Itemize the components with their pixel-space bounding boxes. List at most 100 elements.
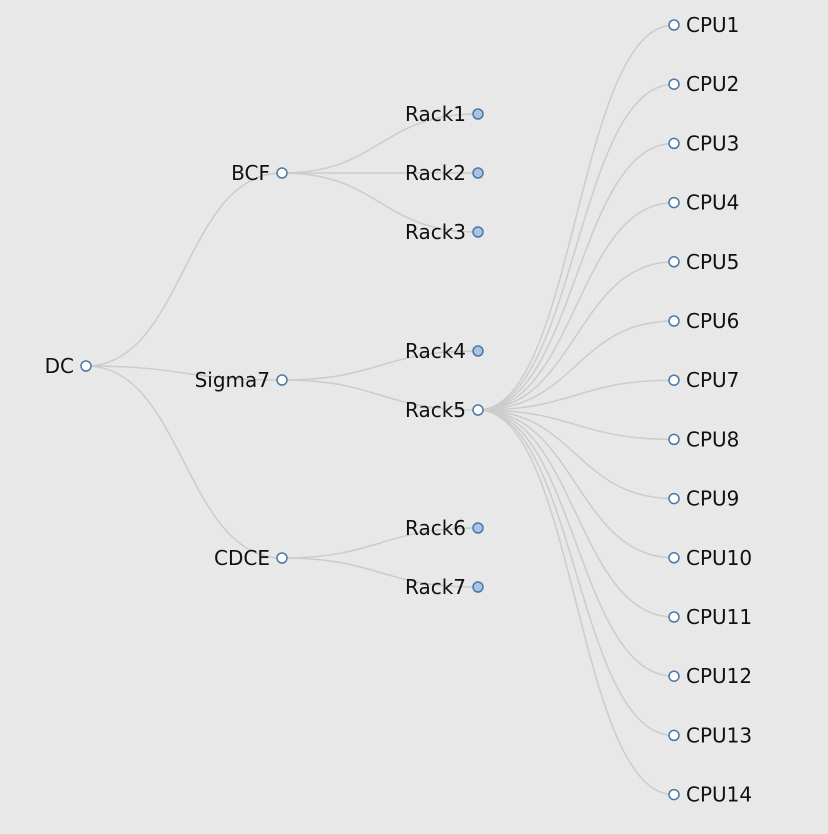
node-label: CPU9 bbox=[686, 487, 739, 511]
tree-node-cpu1[interactable]: CPU1 bbox=[668, 13, 739, 37]
node-toggle-circle[interactable] bbox=[472, 522, 484, 534]
node-toggle-circle[interactable] bbox=[668, 374, 680, 386]
tree-node-cpu10[interactable]: CPU10 bbox=[668, 546, 752, 570]
node-label: CPU8 bbox=[686, 427, 739, 451]
node-toggle-circle[interactable] bbox=[472, 404, 484, 416]
node-toggle-circle[interactable] bbox=[668, 433, 680, 446]
link-cdce-rack7 bbox=[281, 557, 479, 588]
tree-node-cpu3[interactable]: CPU3 bbox=[668, 131, 739, 155]
link-rack5-cpu7 bbox=[477, 379, 675, 411]
node-toggle-circle[interactable] bbox=[668, 670, 680, 682]
node-label: CPU10 bbox=[686, 546, 752, 570]
tree-node-rack4[interactable]: Rack4 bbox=[405, 339, 484, 363]
node-toggle-circle[interactable] bbox=[668, 492, 680, 505]
tree-node-cpu12[interactable]: CPU12 bbox=[668, 664, 752, 688]
link-rack5-cpu4 bbox=[477, 201, 675, 411]
node-label: Sigma7 bbox=[195, 368, 270, 392]
tree-node-sigma7[interactable]: Sigma7 bbox=[195, 368, 288, 392]
tree-node-cdce[interactable]: CDCE bbox=[214, 546, 288, 570]
node-label: CPU13 bbox=[686, 723, 752, 747]
tree-node-rack1[interactable]: Rack1 bbox=[405, 102, 484, 126]
tree-node-dc[interactable]: DC bbox=[45, 354, 92, 378]
node-label: CPU2 bbox=[686, 72, 739, 96]
node-toggle-circle[interactable] bbox=[472, 345, 484, 357]
node-label: Rack4 bbox=[405, 339, 466, 363]
node-toggle-circle[interactable] bbox=[668, 78, 680, 90]
node-toggle-circle[interactable] bbox=[668, 315, 680, 327]
link-rack5-cpu3 bbox=[477, 142, 675, 411]
node-toggle-circle[interactable] bbox=[668, 611, 680, 623]
node-toggle-circle[interactable] bbox=[80, 360, 92, 372]
link-rack5-cpu10 bbox=[477, 409, 675, 559]
nodes-layer: DCBCFRack1Rack2Rack3Sigma7Rack4Rack5CPU1… bbox=[45, 13, 753, 807]
link-rack5-cpu9 bbox=[477, 409, 675, 500]
node-label: Rack3 bbox=[405, 220, 466, 244]
node-label: Rack6 bbox=[405, 516, 466, 540]
tree-node-cpu9[interactable]: CPU9 bbox=[668, 487, 739, 511]
tree-node-cpu7[interactable]: CPU7 bbox=[668, 368, 739, 392]
node-label: CPU11 bbox=[686, 605, 752, 629]
node-toggle-circle[interactable] bbox=[668, 729, 680, 742]
tree-node-cpu4[interactable]: CPU4 bbox=[668, 191, 739, 215]
node-toggle-circle[interactable] bbox=[276, 167, 288, 179]
link-dc-sigma7 bbox=[85, 365, 283, 381]
node-label: CPU12 bbox=[686, 664, 752, 688]
node-toggle-circle[interactable] bbox=[472, 108, 484, 120]
tree-node-rack5[interactable]: Rack5 bbox=[405, 398, 484, 422]
link-bcf-rack1 bbox=[281, 113, 479, 174]
node-toggle-circle[interactable] bbox=[472, 581, 484, 593]
tree-node-cpu11[interactable]: CPU11 bbox=[668, 605, 752, 629]
node-toggle-circle[interactable] bbox=[668, 256, 680, 268]
node-toggle-circle[interactable] bbox=[472, 167, 484, 179]
node-label: CDCE bbox=[214, 546, 270, 570]
tree-node-rack7[interactable]: Rack7 bbox=[405, 575, 484, 599]
node-label: Rack7 bbox=[405, 575, 466, 599]
link-dc-bcf bbox=[85, 172, 283, 367]
link-rack5-cpu2 bbox=[477, 83, 675, 411]
link-rack5-cpu13 bbox=[477, 409, 675, 737]
link-bcf-rack3 bbox=[281, 172, 479, 233]
node-toggle-circle[interactable] bbox=[276, 552, 288, 564]
node-label: CPU3 bbox=[686, 131, 739, 155]
node-toggle-circle[interactable] bbox=[668, 788, 680, 801]
node-toggle-circle[interactable] bbox=[472, 226, 484, 238]
node-toggle-circle[interactable] bbox=[668, 552, 680, 564]
node-toggle-circle[interactable] bbox=[668, 137, 680, 150]
node-label: CPU4 bbox=[686, 191, 739, 215]
tree-node-rack6[interactable]: Rack6 bbox=[405, 516, 484, 540]
node-toggle-circle[interactable] bbox=[668, 196, 680, 209]
node-label: CPU6 bbox=[686, 309, 739, 333]
link-rack5-cpu14 bbox=[477, 409, 675, 796]
node-label: CPU1 bbox=[686, 13, 739, 37]
link-rack5-cpu6 bbox=[477, 320, 675, 411]
node-label: Rack2 bbox=[405, 161, 466, 185]
link-sigma7-rack4 bbox=[281, 350, 479, 381]
node-label: CPU7 bbox=[686, 368, 739, 392]
tree-node-cpu8[interactable]: CPU8 bbox=[668, 427, 739, 451]
link-sigma7-rack5 bbox=[281, 379, 479, 411]
link-rack5-cpu12 bbox=[477, 409, 675, 677]
link-rack5-cpu8 bbox=[477, 409, 675, 441]
tree-node-bcf[interactable]: BCF bbox=[231, 161, 288, 185]
link-rack5-cpu11 bbox=[477, 409, 675, 618]
tree-node-cpu13[interactable]: CPU13 bbox=[668, 723, 752, 747]
tree-node-cpu2[interactable]: CPU2 bbox=[668, 72, 739, 96]
node-toggle-circle[interactable] bbox=[276, 374, 288, 386]
links-layer bbox=[85, 24, 675, 796]
link-rack5-cpu5 bbox=[477, 261, 675, 411]
link-cdce-rack6 bbox=[281, 527, 479, 559]
tree-node-rack2[interactable]: Rack2 bbox=[405, 161, 484, 185]
link-dc-cdce bbox=[85, 365, 283, 559]
node-label: BCF bbox=[231, 161, 270, 185]
node-label: Rack5 bbox=[405, 398, 466, 422]
node-toggle-circle[interactable] bbox=[668, 19, 680, 31]
tree-node-cpu5[interactable]: CPU5 bbox=[668, 250, 739, 274]
tree-node-cpu6[interactable]: CPU6 bbox=[668, 309, 739, 333]
link-rack5-cpu1 bbox=[477, 24, 675, 411]
node-label: DC bbox=[45, 354, 74, 378]
node-label: Rack1 bbox=[405, 102, 466, 126]
tree-node-cpu14[interactable]: CPU14 bbox=[668, 783, 752, 807]
tree-node-rack3[interactable]: Rack3 bbox=[405, 220, 484, 244]
node-label: CPU14 bbox=[686, 783, 752, 807]
